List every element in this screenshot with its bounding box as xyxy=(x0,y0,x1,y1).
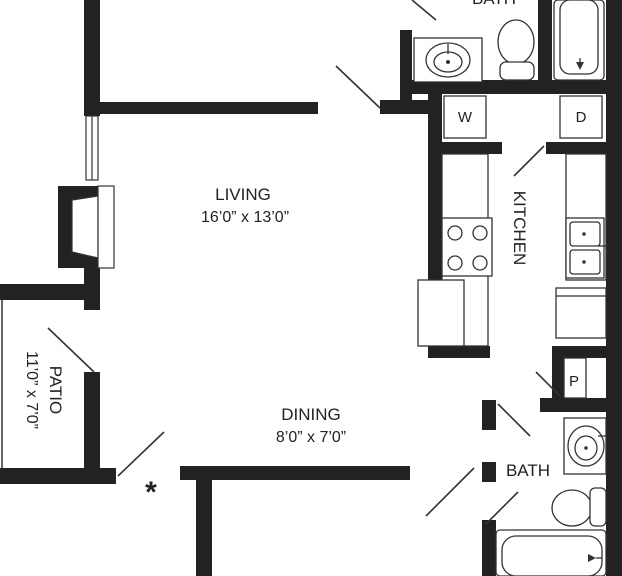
washer: W xyxy=(443,95,487,139)
doors xyxy=(47,0,561,525)
tub-bath-top xyxy=(553,0,605,81)
wall-pantry-top xyxy=(552,346,610,358)
dryer: D xyxy=(559,95,603,139)
toilet-bath-top xyxy=(497,19,535,81)
room-name-bath-bottom: BATH xyxy=(506,461,550,480)
wall-bath-bottom-left-lower xyxy=(482,462,496,482)
room-size-patio: 11’0” x 7’0” xyxy=(23,351,40,429)
wall-bath-bottom-left-upper xyxy=(482,400,496,430)
wall-patio-top xyxy=(0,284,100,300)
kitchen-sink xyxy=(565,217,606,279)
pantry-label: P xyxy=(569,373,579,390)
door-living-to-hall xyxy=(335,65,381,109)
room-name-kitchen: KITCHEN xyxy=(510,191,529,266)
wall-kitchen-bottom xyxy=(428,346,490,358)
room-name-patio: PATIO xyxy=(46,366,65,415)
wall-kitchen-left xyxy=(428,80,442,280)
wall-living-top xyxy=(84,102,318,114)
room-name-dining: DINING xyxy=(281,405,341,424)
pantry: P xyxy=(563,357,587,399)
wall-laundry-right xyxy=(546,142,610,154)
toilet-bath-bottom xyxy=(551,487,607,527)
fireplace xyxy=(58,185,115,269)
room-name-living: LIVING xyxy=(215,185,271,204)
wall-laundry-top xyxy=(400,80,622,94)
entry-marker: * xyxy=(145,476,157,509)
wall-patio-right xyxy=(84,372,100,482)
wall-pantry-bottom xyxy=(540,398,610,412)
wall-bottom-middle xyxy=(180,466,410,480)
wall-bath-bottom-left-base xyxy=(482,520,496,576)
door-pantry xyxy=(535,371,561,397)
wall-right-outer xyxy=(606,0,622,576)
wall-laundry-bottom xyxy=(428,142,502,154)
washer-label: W xyxy=(458,109,473,126)
refrigerator xyxy=(555,287,607,339)
door-bath-bottom-lower xyxy=(485,491,519,525)
wall-left-upper xyxy=(84,0,100,116)
wall-bedroom-left xyxy=(196,466,212,576)
wall-pantry-left xyxy=(552,346,564,398)
stove xyxy=(441,217,493,277)
door-bath-bottom xyxy=(497,403,531,437)
door-kitchen xyxy=(513,145,545,177)
room-size-dining: 8’0” x 7’0” xyxy=(276,429,346,446)
wall-bottom-left xyxy=(0,468,116,484)
door-entry xyxy=(117,431,165,477)
door-patio xyxy=(47,327,95,373)
sink-bath-bottom xyxy=(563,417,607,475)
door-bedroom xyxy=(425,467,475,517)
room-name-bath-top: BATH xyxy=(472,0,516,8)
door-bath-top-swing xyxy=(411,0,437,21)
room-size-living: 16’0” x 13’0” xyxy=(201,209,289,226)
tub-bath-bottom xyxy=(495,529,607,576)
sink-bath-top xyxy=(413,37,483,83)
wall-bath-top-bottom xyxy=(380,100,428,114)
window xyxy=(85,115,99,181)
wall-bath-top-divider xyxy=(538,0,552,94)
dryer-label: D xyxy=(576,109,587,126)
